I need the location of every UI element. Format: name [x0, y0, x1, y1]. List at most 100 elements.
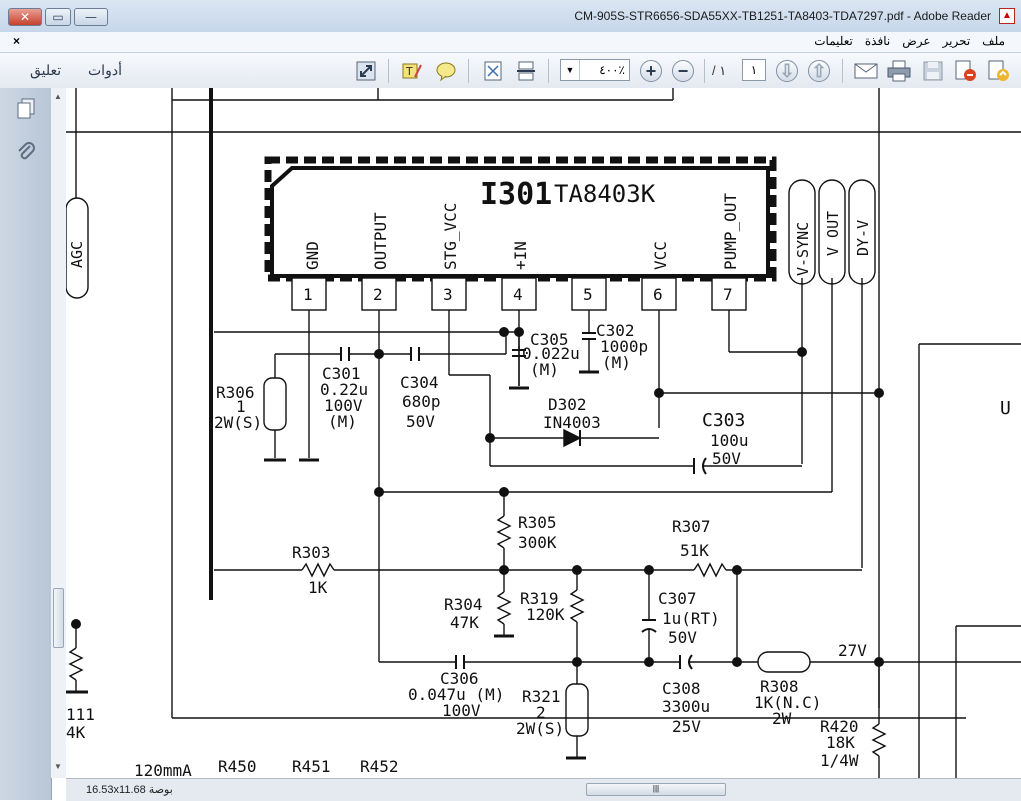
component-label: 18K [826, 733, 855, 752]
maximize-window-button[interactable]: ▭ [45, 8, 71, 26]
component-label: 50V [712, 449, 741, 468]
component-label: 50V [406, 412, 435, 431]
component-label: 100V [324, 396, 363, 415]
connector-label: V OUT [824, 211, 842, 256]
window-title: CM-905S-STR6656-SDA55XX-TB1251-TA8403-TD… [574, 9, 991, 23]
pin-label: VCC [651, 241, 670, 270]
page-total: / ١ [712, 63, 727, 78]
navigation-panel [0, 88, 52, 800]
component-label: U [1000, 398, 1011, 419]
component-label: R307 [672, 517, 711, 536]
component-label: C302 [596, 321, 635, 340]
component-label: 300K [518, 533, 557, 552]
component-label: 2W [772, 709, 792, 728]
component-label: R451 [292, 757, 331, 776]
toolbar-divider [842, 59, 843, 83]
component-label: R303 [292, 543, 331, 562]
previous-page-icon[interactable]: ⇧ [808, 60, 830, 82]
component-label: 1 [236, 397, 246, 416]
svg-text:T: T [405, 65, 413, 78]
pin-number: 3 [443, 285, 453, 304]
component-label: R321 [522, 687, 561, 706]
component-label: C306 [440, 669, 479, 688]
chevron-down-icon[interactable]: ▼ [561, 60, 580, 80]
component-label: C307 [658, 589, 697, 608]
component-label: R306 [216, 383, 255, 402]
toolbar-divider [704, 59, 705, 83]
scroll-up-icon[interactable]: ▲ [54, 92, 62, 101]
close-document-button[interactable]: × [13, 34, 21, 48]
component-label: 1K(N.C) [754, 693, 821, 712]
component-label: C304 [400, 373, 439, 392]
pin-number: 2 [373, 285, 383, 304]
close-window-button[interactable]: ✕ [8, 8, 42, 26]
pdf-file-icon: ▲ [999, 8, 1015, 24]
pin-number: 7 [723, 285, 733, 304]
full-screen-icon[interactable] [353, 58, 379, 84]
zoom-in-button[interactable]: + [640, 60, 662, 82]
component-label: R308 [760, 677, 799, 696]
page-size-label: 16.53x11.68 بوصة [86, 784, 173, 796]
tools-pane-link[interactable]: أدوات [88, 62, 122, 78]
component-label: C308 [662, 679, 701, 698]
component-label: 1/4W [820, 751, 859, 770]
horizontal-scroll-thumb[interactable]: ||| [586, 783, 726, 796]
next-page-icon[interactable]: ⇩ [776, 60, 798, 82]
component-label: (M) [602, 353, 631, 372]
voltage-label: 27V [838, 641, 867, 660]
sticky-note-icon[interactable] [433, 58, 459, 84]
minimize-window-button[interactable]: — [74, 8, 108, 26]
menu-file[interactable]: ملف [982, 34, 1005, 48]
pin-number: 6 [653, 285, 663, 304]
menu-bar: × ملف تحرير عرض نافذة تعليمات [0, 32, 1021, 52]
attachments-icon[interactable] [16, 140, 36, 169]
page-number-input[interactable]: ١ [742, 59, 766, 81]
share-document-icon[interactable] [986, 58, 1012, 84]
component-label: 0.047u (M) [408, 685, 504, 704]
vertical-scrollbar[interactable]: ▲ ▼ [51, 88, 67, 778]
component-label: R305 [518, 513, 557, 532]
component-label: 1K [308, 578, 328, 597]
component-label: R304 [444, 595, 483, 614]
save-icon[interactable] [920, 58, 946, 84]
menu-view[interactable]: عرض [902, 34, 931, 48]
create-pdf-icon[interactable] [952, 58, 978, 84]
component-label: 100u [710, 431, 749, 450]
page-thumbnails-icon[interactable] [16, 98, 36, 125]
pin-label: OUTPUT [371, 212, 390, 270]
component-label: C303 [702, 410, 745, 431]
pin-label: PUMP_OUT [721, 193, 740, 270]
status-bar: 16.53x11.68 بوصة ||| [66, 778, 1021, 801]
component-label: IN4003 [543, 413, 601, 432]
ic-part-number: TA8403K [554, 180, 656, 208]
email-icon[interactable] [853, 58, 879, 84]
connector-label: V-SYNC [794, 222, 812, 276]
fit-page-icon[interactable] [480, 58, 506, 84]
toolbar-divider [548, 59, 549, 83]
vertical-scroll-thumb[interactable] [53, 588, 64, 648]
scroll-down-icon[interactable]: ▼ [54, 762, 62, 771]
component-label: R319 [520, 589, 559, 608]
pin-label: GND [303, 241, 322, 270]
zoom-dropdown[interactable]: ▼ ٤٠٠٪ [560, 59, 630, 81]
menu-help[interactable]: تعليمات [814, 34, 853, 48]
ic-reference: I301 [480, 177, 552, 212]
menu-window[interactable]: نافذة [864, 34, 891, 48]
document-canvas[interactable]: I301 TA8403K GND OUTPUT STG_VCC +IN VCC … [66, 88, 1021, 778]
component-label: C301 [322, 364, 361, 383]
print-icon[interactable] [886, 58, 912, 84]
zoom-out-button[interactable]: − [672, 60, 694, 82]
pin-number: 4 [513, 285, 523, 304]
component-label: 47K [450, 613, 479, 632]
pin-label: STG_VCC [441, 203, 460, 270]
comment-pane-link[interactable]: تعليق [30, 62, 62, 78]
component-label: D302 [548, 395, 587, 414]
component-label: 51K [680, 541, 709, 560]
component-label: 100V [442, 701, 481, 720]
connector-label: AGC [68, 241, 86, 268]
scroll-mode-icon[interactable] [513, 58, 539, 84]
component-label: 1000p [600, 337, 648, 356]
highlight-text-icon[interactable]: T [399, 58, 425, 84]
menu-edit[interactable]: تحرير [942, 34, 971, 48]
connector-label: DY-V [854, 220, 872, 256]
